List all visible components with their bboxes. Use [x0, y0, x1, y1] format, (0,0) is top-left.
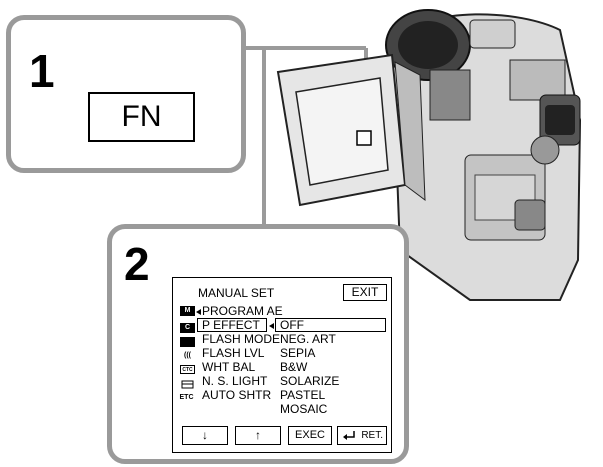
return-label: RET. — [361, 430, 383, 441]
manual-icon: M — [180, 306, 195, 316]
down-button[interactable]: ↓ — [182, 426, 228, 445]
option-highlight — [275, 318, 386, 332]
option-sepia[interactable]: SEPIA — [280, 346, 316, 360]
cassette-icon: CTC — [180, 365, 195, 374]
exec-button[interactable]: EXEC — [288, 426, 332, 445]
vcr-set-icon — [180, 337, 195, 347]
return-icon — [343, 431, 355, 440]
menu-item-p-effect[interactable]: P EFFECT — [202, 318, 260, 332]
menu-title: MANUAL SET — [198, 286, 275, 300]
menu-item-wht-bal[interactable]: WHT BAL — [202, 360, 256, 374]
option-pointer-icon — [269, 323, 274, 329]
step-number-1: 1 — [29, 45, 55, 97]
exit-button[interactable]: EXIT — [343, 284, 387, 301]
menu-item-flash-mode[interactable]: FLASH MODE — [202, 332, 281, 346]
menu-item-auto-shtr[interactable]: AUTO SHTR — [202, 388, 272, 402]
lcd-set-icon: ((( — [184, 352, 191, 359]
step-1-panel: 1 FN — [6, 15, 246, 173]
option-neg-art[interactable]: NEG. ART — [280, 332, 336, 346]
menu-item-highlight — [197, 318, 267, 332]
etc-icon: ETC — [179, 394, 194, 401]
menu-pointer-icon — [196, 309, 201, 315]
menu-item-ns-light[interactable]: N. S. LIGHT — [202, 374, 268, 388]
fn-button[interactable]: FN — [88, 92, 195, 142]
option-pastel[interactable]: PASTEL — [280, 388, 326, 402]
step-2-panel: 2 MANUAL SET EXIT M C ((( CTC ETC PROGRA… — [107, 224, 409, 464]
step-number-2: 2 — [124, 238, 150, 290]
setup-icon — [180, 379, 195, 389]
manual-set-menu: MANUAL SET EXIT M C ((( CTC ETC PROGRAM … — [172, 277, 392, 453]
option-bw[interactable]: B&W — [280, 360, 308, 374]
up-button[interactable]: ↑ — [235, 426, 281, 445]
option-off[interactable]: OFF — [280, 318, 304, 332]
option-mosaic[interactable]: MOSAIC — [280, 402, 328, 416]
menu-item-flash-lvl[interactable]: FLASH LVL — [202, 346, 265, 360]
camera-set-icon: C — [180, 323, 195, 333]
menu-item-program-ae[interactable]: PROGRAM AE — [202, 304, 283, 318]
option-solarize[interactable]: SOLARIZE — [280, 374, 340, 388]
return-button[interactable]: RET. — [337, 426, 387, 445]
